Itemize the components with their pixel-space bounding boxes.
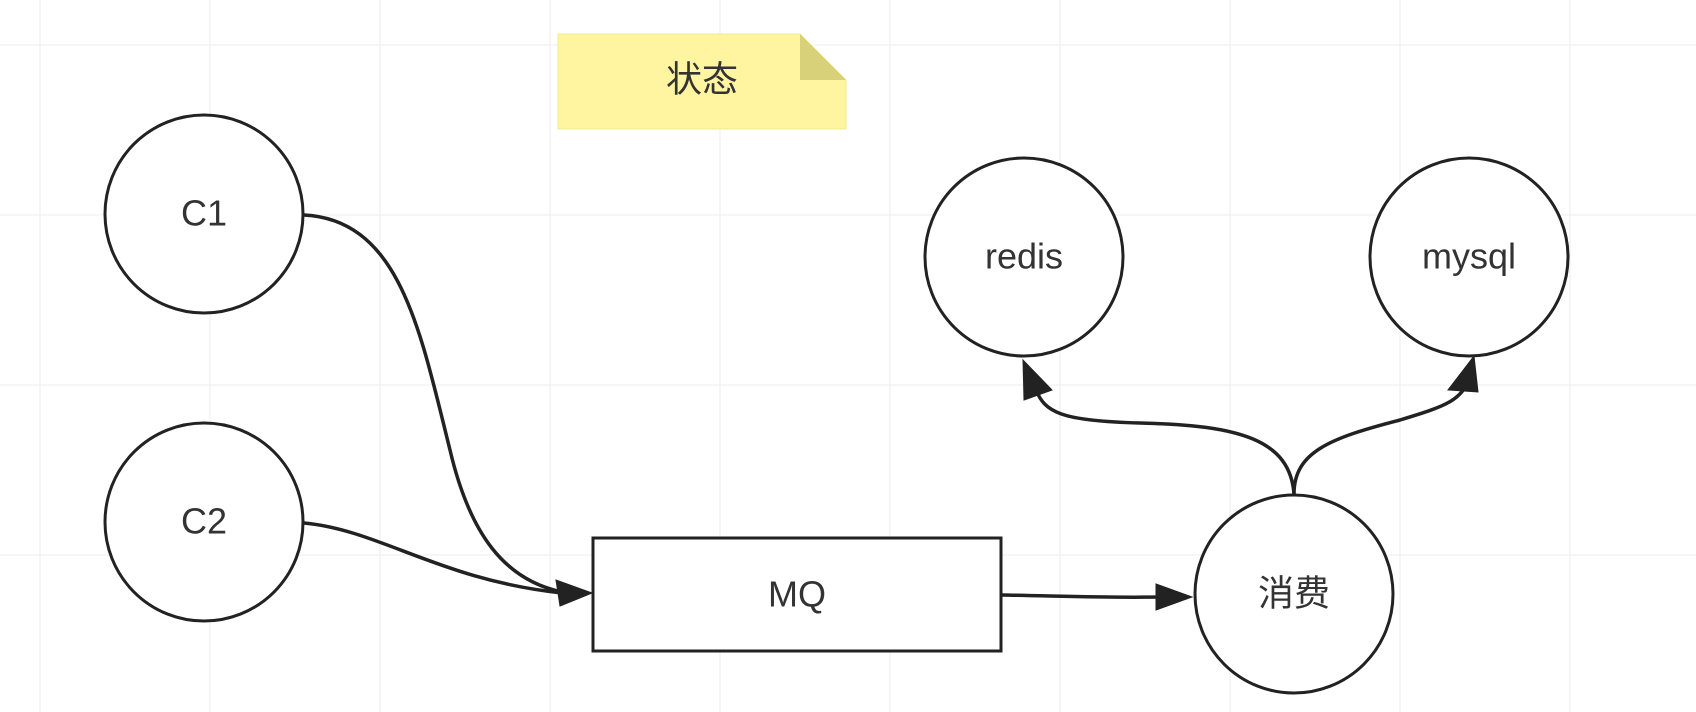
mq-label: MQ xyxy=(768,574,826,615)
note-body xyxy=(557,33,847,130)
c1-circle xyxy=(103,113,305,315)
edge-c2-to-mq[interactable] xyxy=(303,521,563,595)
redis-label: redis xyxy=(985,236,1063,277)
c2-label: C2 xyxy=(181,501,227,542)
node-c1[interactable]: C1 xyxy=(103,113,305,315)
edge-c1-to-mq[interactable] xyxy=(303,213,563,594)
arrowhead-redis-in xyxy=(1022,358,1053,401)
edge-mq-to-consume[interactable] xyxy=(1001,593,1159,600)
note-fold xyxy=(800,34,846,80)
edge-consume-to-mysql[interactable] xyxy=(1292,377,1472,495)
edges xyxy=(303,213,1479,611)
consume-label: 消费 xyxy=(1258,573,1330,614)
arrowhead-mq-in xyxy=(555,579,594,607)
node-mq[interactable]: MQ xyxy=(591,536,1003,653)
node-mysql[interactable]: mysql xyxy=(1368,156,1570,358)
mq-box xyxy=(591,536,1003,653)
arrowhead-mysql-in xyxy=(1447,354,1479,393)
c2-circle xyxy=(103,421,305,623)
consume-circle xyxy=(1193,493,1395,695)
node-redis[interactable]: redis xyxy=(923,156,1125,358)
node-consume[interactable]: 消费 xyxy=(1193,493,1395,695)
arrowhead-consume-in xyxy=(1155,583,1194,611)
node-c2[interactable]: C2 xyxy=(103,421,305,623)
mysql-circle xyxy=(1368,156,1570,358)
c1-label: C1 xyxy=(181,193,227,234)
redis-circle xyxy=(923,156,1125,358)
edge-consume-to-redis[interactable] xyxy=(1034,389,1296,495)
mysql-label: mysql xyxy=(1422,236,1516,277)
note-label: 状态 xyxy=(666,59,738,100)
status-note[interactable]: 状态 xyxy=(557,33,847,130)
